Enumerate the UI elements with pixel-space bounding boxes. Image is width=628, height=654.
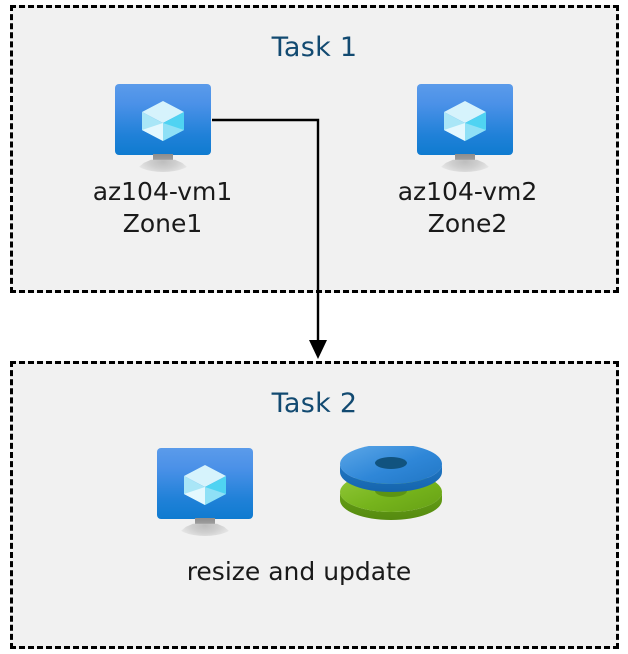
monitor-base: [435, 159, 495, 172]
task-2-title: Task 2: [271, 388, 358, 419]
cube-glyph: [443, 100, 487, 142]
monitor-screen: [115, 84, 211, 155]
node-name-vm2: az104-vm2: [397, 177, 538, 206]
task-2-caption-text: resize and update: [186, 557, 412, 586]
disk-top-blue: [340, 444, 442, 492]
monitor-base: [175, 523, 235, 536]
node-zone-vm1: Zone1: [122, 209, 203, 238]
virtual-machine-icon-vm2[interactable]: [417, 84, 513, 172]
task-2-caption: resize and update: [104, 556, 494, 588]
cube-glyph: [141, 100, 185, 142]
cube-glyph: [183, 464, 227, 506]
task-1-title: Task 1: [271, 32, 358, 63]
task-1-container: Task 1: [10, 5, 619, 293]
task-2-container: Task 2: [10, 361, 619, 649]
virtual-machine-icon-vm1[interactable]: [115, 84, 211, 172]
monitor-screen: [417, 84, 513, 155]
node-zone-vm2: Zone2: [427, 209, 508, 238]
monitor-base: [133, 159, 193, 172]
node-name-vm1: az104-vm1: [92, 177, 233, 206]
virtual-machine-icon-task2[interactable]: [157, 448, 253, 536]
node-label-vm1: az104-vm1 Zone1: [60, 176, 265, 240]
connector-arrowhead: [309, 340, 327, 359]
managed-disks-icon[interactable]: [338, 444, 444, 522]
monitor-screen: [157, 448, 253, 519]
node-label-vm2: az104-vm2 Zone2: [365, 176, 570, 240]
